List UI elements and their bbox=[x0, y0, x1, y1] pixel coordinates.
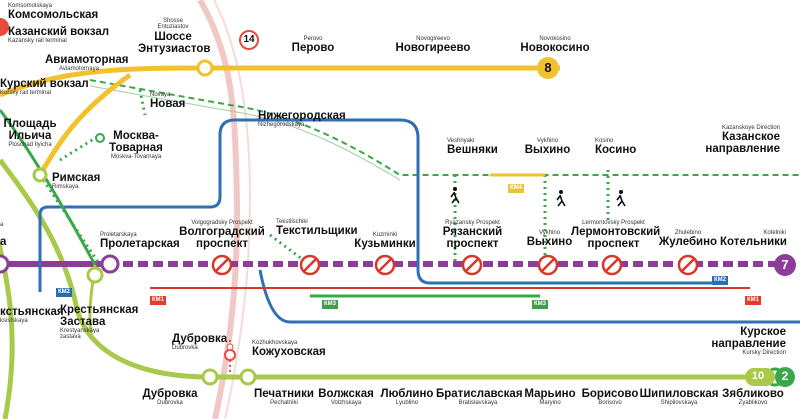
badge-km2-right: КМ2 bbox=[712, 276, 728, 285]
transfer-dots-1 bbox=[59, 133, 101, 162]
line-14-circle bbox=[239, 30, 259, 50]
badge-km3-left: КМ3 bbox=[322, 300, 338, 309]
mcd-blue-line-2 bbox=[258, 269, 800, 324]
edge-text-a: a bbox=[0, 222, 4, 228]
line-8-branch bbox=[37, 72, 132, 177]
line-10-number: 10 bbox=[751, 370, 765, 382]
transfer-dots-4 bbox=[269, 233, 311, 267]
line-10-end bbox=[745, 368, 775, 386]
line-2-end bbox=[775, 367, 795, 387]
mcd-blue-line bbox=[38, 118, 720, 292]
line-10 bbox=[0, 158, 790, 380]
walk-icon-3 bbox=[616, 190, 626, 207]
line-14-number: 14 bbox=[243, 34, 255, 45]
line-2-number: 2 bbox=[781, 369, 789, 383]
badge-km2-left: КМ2 bbox=[56, 288, 72, 297]
walk-icon-2 bbox=[556, 190, 566, 207]
badge-km1-right: КМ1 bbox=[745, 296, 761, 305]
badge-km3-right: КМ3 bbox=[532, 300, 548, 309]
line-8-end bbox=[537, 57, 559, 79]
badge-km4: КМ4 bbox=[508, 184, 524, 193]
kazan-direction-line bbox=[89, 79, 800, 176]
transfer-dots-3 bbox=[138, 89, 147, 116]
line-7-number: 7 bbox=[781, 257, 789, 272]
edge-text-left-a: а bbox=[0, 236, 7, 248]
line-8-yellow bbox=[0, 65, 560, 98]
line-10-b bbox=[0, 237, 15, 419]
closed-markers bbox=[211, 254, 699, 276]
badge-km1-left: КМ1 bbox=[150, 296, 166, 305]
line-left-red bbox=[0, 18, 9, 36]
line-8-number: 8 bbox=[544, 60, 552, 75]
line-7-end bbox=[774, 254, 796, 276]
walk-icon-1 bbox=[450, 187, 460, 204]
line-14-ring-inner bbox=[213, 0, 252, 419]
transfer-dots-2 bbox=[38, 174, 102, 266]
kazan-direction-line-2 bbox=[89, 85, 401, 181]
